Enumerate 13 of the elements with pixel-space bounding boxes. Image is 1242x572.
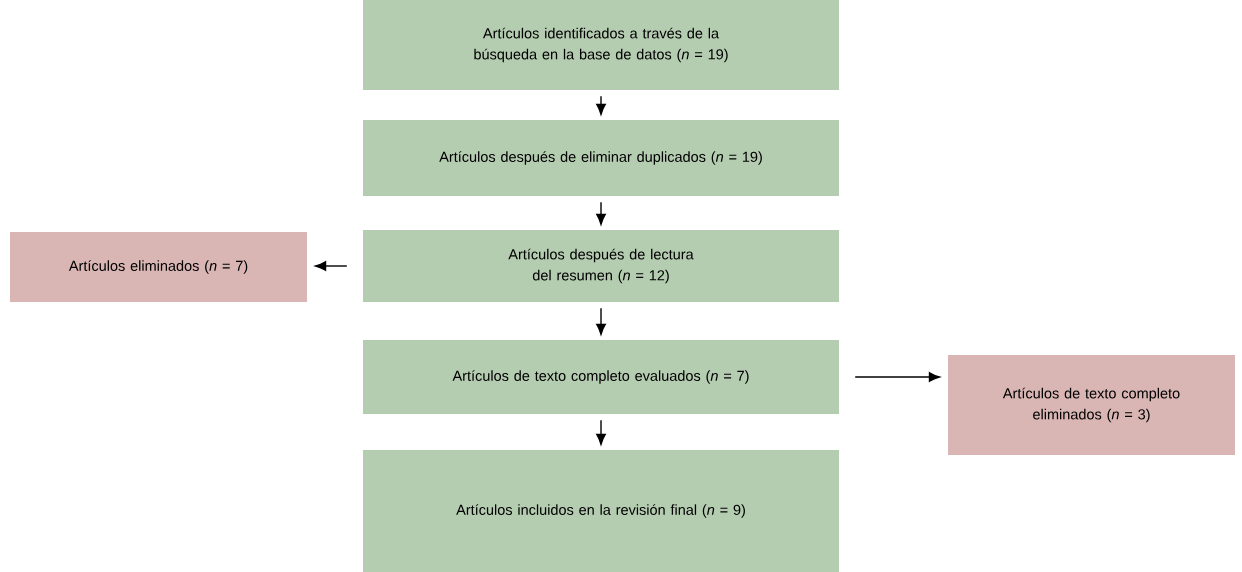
arrow [315,261,348,271]
arrow [596,419,606,445]
arrow [854,372,940,382]
process-box: Artículos de texto completo eliminados (n = 3) [948,355,1235,455]
process-box: Artículos después de eliminar duplicados (n = 19) [363,120,839,196]
arrow [596,201,606,225]
arrow [596,307,606,335]
process-box: Artículos incluidos en la revisión final (n = 9) [363,450,839,572]
process-box: Artículos de texto completo evaluados (n = 7) [363,340,839,414]
process-box: Artículos eliminados (n = 7) [10,232,307,302]
process-box: Artículos identificados a través de la búsqueda en la base de datos (n = 19) [363,0,839,90]
arrow [596,95,606,115]
process-box: Artículos después de lectura del resumen (n = 12) [363,230,839,302]
